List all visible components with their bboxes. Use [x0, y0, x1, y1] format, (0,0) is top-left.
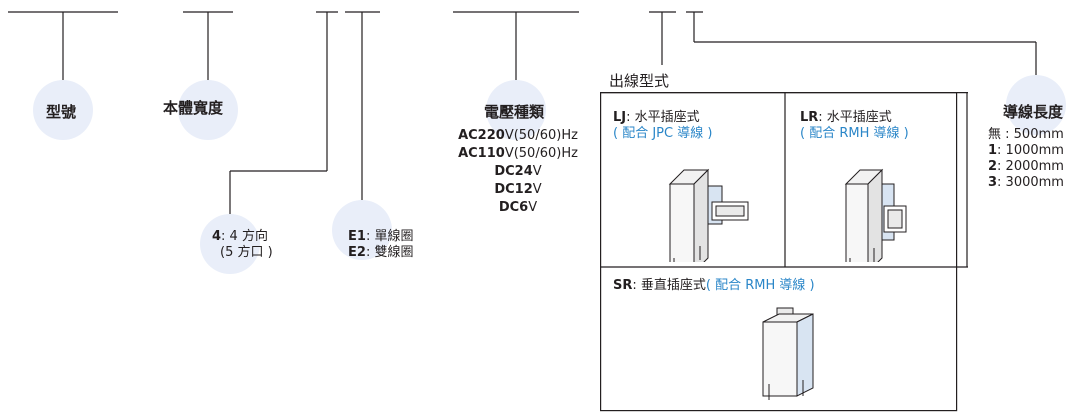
- direction-bubble: [200, 214, 260, 274]
- wire-length-bubble: [1006, 75, 1066, 135]
- sr-connector-image: [762, 307, 814, 400]
- voltage-item: AC220V(50/60)Hz: [458, 128, 578, 143]
- voltage-list: AC220V(50/60)Hz AC110V(50/60)Hz DC24V DC…: [438, 127, 598, 217]
- sr-text: : 垂直插座式: [632, 278, 706, 293]
- lj-text: : 水平插座式: [626, 110, 700, 125]
- body-width-bubble: [178, 80, 238, 140]
- lr-connector-image: [844, 168, 907, 262]
- voltage-item: DC24V: [494, 164, 542, 179]
- voltage-item: AC110V(50/60)Hz: [458, 146, 578, 161]
- direction-text: : 4 方向: [221, 229, 268, 244]
- lj-code: LJ: [613, 110, 627, 125]
- direction-sub: (5 方口 ): [220, 245, 273, 260]
- lr-note: ( 配合 RMH 導線 ): [800, 126, 909, 141]
- voltage-item: DC6V: [498, 200, 538, 215]
- wire-length-item: 1: 1000mm: [988, 143, 1064, 158]
- lj-note: ( 配合 JPC 導線 ): [613, 126, 713, 141]
- wire-length-item: 3: 3000mm: [988, 175, 1064, 190]
- coil-e2-code: E2: [348, 245, 366, 260]
- coil-e1-text: : 單線圈: [365, 229, 414, 244]
- coil-e2-text: : 雙線圈: [365, 245, 414, 260]
- lr-text: : 水平插座式: [818, 110, 892, 125]
- wire-length-title: 導線長度: [1003, 103, 1064, 121]
- sr-note: ( 配合 RMH 導線 ): [705, 278, 815, 293]
- body-width-title: 本體寬度: [163, 99, 224, 117]
- direction-option: 4: 4 方向: [212, 229, 268, 245]
- coil-e2: E2: 雙線圈: [348, 245, 413, 261]
- coil-e1-code: E1: [348, 229, 366, 244]
- coil-e1: E1: 單線圈: [348, 229, 413, 245]
- wire-length-item: 無 : 500mm: [988, 127, 1064, 142]
- voltage-bubble: [486, 80, 546, 140]
- lr-label: LR: 水平插座式: [800, 110, 892, 126]
- wire-length-item: 2: 2000mm: [988, 159, 1064, 174]
- coil-bubble: [332, 200, 392, 260]
- lj-connector-image: [668, 168, 749, 262]
- sr-label: SR: 垂直插座式( 配合 RMH 導線 ): [613, 278, 815, 294]
- outlet-heading: 出線型式: [609, 72, 670, 90]
- wire-length-list: 無 : 500mm 1: 1000mm 2: 2000mm 3: 3000mm: [988, 127, 1064, 191]
- model-title: 型號: [46, 103, 77, 121]
- lr-code: LR: [800, 110, 819, 125]
- sr-code: SR: [613, 278, 633, 293]
- model-bubble: [33, 80, 93, 140]
- lj-label: LJ: 水平插座式: [613, 110, 700, 126]
- direction-code: 4: [212, 229, 222, 244]
- voltage-item: DC12V: [494, 182, 542, 197]
- voltage-title: 電壓種類: [484, 103, 545, 121]
